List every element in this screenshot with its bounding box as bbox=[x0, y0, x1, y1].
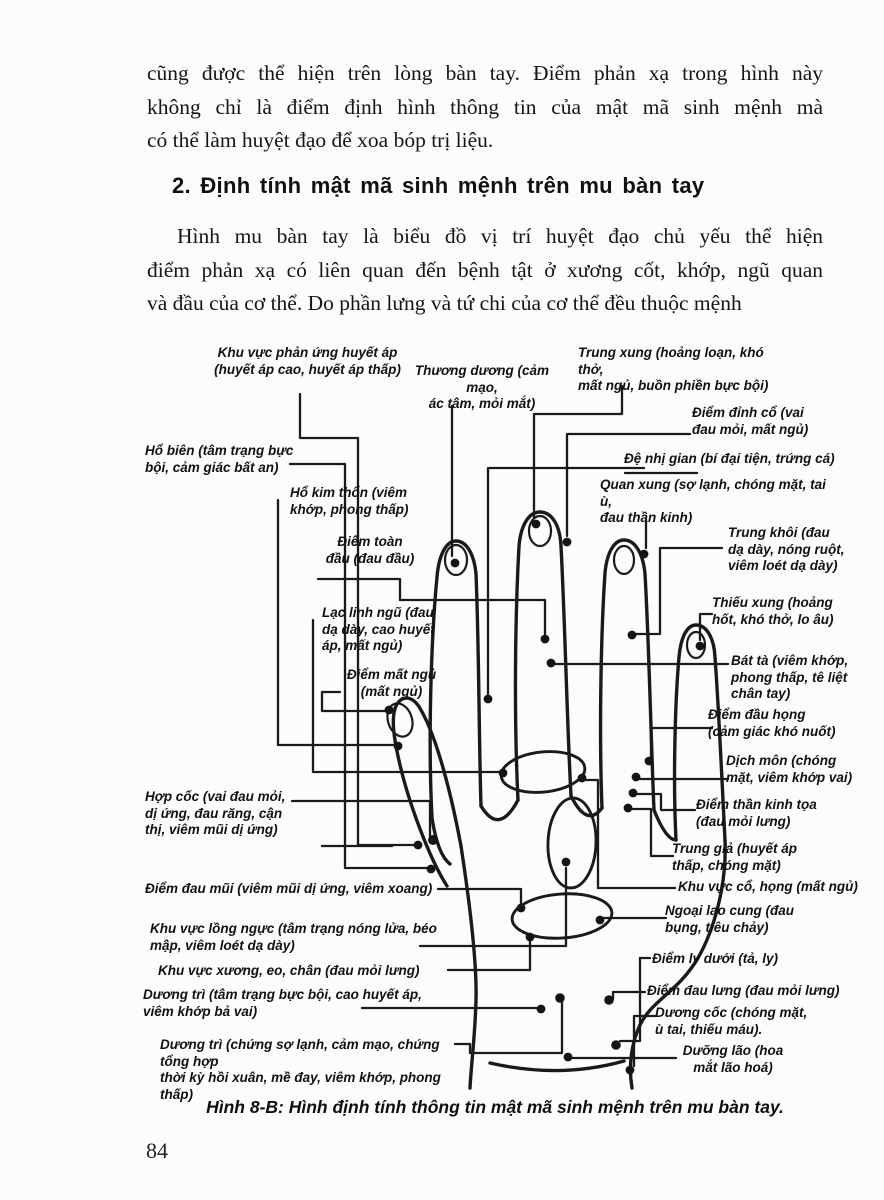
label-khu-vuc-co-hong: Khu vực cổ, họng (mất ngủ) bbox=[678, 879, 858, 894]
label-diem-toan-dau: Điểm toàn đầu (đau đầu) bbox=[325, 534, 415, 566]
paragraph-line: cũng được thể hiện trên lòng bàn tay. Đi… bbox=[147, 61, 823, 85]
label-diem-mat-ngu: Điểm mất ngủ (mất ngủ) bbox=[346, 667, 437, 699]
label-diem-ly-duoi: Điểm ly dưới (tả, ly) bbox=[652, 951, 778, 966]
callout-lines bbox=[276, 384, 730, 1068]
label-duong-tri-1: Dương trì (tâm trạng bực bội, cao huyết … bbox=[143, 987, 422, 1019]
label-khu-vuc-long-nguc: Khu vực lồng ngực (tâm trạng nóng lửa, b… bbox=[150, 921, 437, 953]
paragraph-line: không chỉ là điểm định hình thông tin củ… bbox=[147, 94, 823, 119]
label-trung-xung: Trung xung (hoảng loạn, khó thở, mất ngủ… bbox=[578, 345, 769, 394]
label-hop-coc: Hợp cốc (vai đau mỏi, dị ứng, đau răng, … bbox=[145, 789, 286, 838]
paragraph-line: và đầu của cơ thể. Do phần lưng và tứ ch… bbox=[147, 291, 742, 315]
label-ho-bien: Hổ biên (tâm trạng bực bội, cảm giác bất… bbox=[145, 443, 294, 475]
label-diem-dau-mui: Điểm đau mũi (viêm mũi dị ứng, viêm xoan… bbox=[145, 881, 433, 896]
label-diem-dau-hong: Điểm đầu họng (cảm giác khó nuốt) bbox=[708, 707, 836, 739]
paragraph-line: Hình mu bàn tay là biểu đồ vị trí huyệt … bbox=[177, 224, 823, 248]
label-trung-gia: Trung giả (huyết áp thấp, chóng mặt) bbox=[672, 841, 798, 873]
figure-caption: Hình 8-B: Hình định tính thông tin mật m… bbox=[206, 1097, 784, 1117]
paragraph-2: Hình mu bàn tay là biểu đồ vị trí huyệt … bbox=[147, 220, 823, 321]
label-duong-lao: Dưỡng lão (hoa mắt lão hoá) bbox=[682, 1043, 784, 1075]
paragraph-1: cũng được thể hiện trên lòng bàn tay. Đi… bbox=[147, 57, 823, 158]
page-number: 84 bbox=[146, 1138, 168, 1163]
paragraph-line: có thể làm huyệt đạo để xoa bóp trị liệu… bbox=[147, 128, 494, 152]
label-duong-tri-2: Dương trì (chứng sợ lạnh, cảm mạo, chứng… bbox=[160, 1037, 441, 1103]
hand-outline bbox=[391, 510, 727, 1090]
label-ho-kim-thon: Hổ kim thốn (viêm khớp, phong thấp) bbox=[290, 485, 409, 517]
label-bat-ta: Bát tà (viêm khớp, phong thấp, tê liệt c… bbox=[731, 653, 849, 702]
label-de-nhi-gian: Đệ nhị gian (bí đại tiện, trứng cá) bbox=[624, 451, 835, 466]
label-thuong-duong: Thương dương (cảm mạo, ác tâm, mỏi mắt) bbox=[414, 363, 550, 412]
label-diem-dau-lung: Điểm đau lưng (đau mỏi lưng) bbox=[647, 983, 840, 998]
label-duong-coc: Dương cốc (chóng mặt, ù tai, thiếu máu). bbox=[655, 1005, 808, 1037]
fingernails bbox=[386, 514, 707, 738]
label-trung-khoi: Trung khôi (đau dạ dày, nóng ruột, viêm … bbox=[728, 525, 845, 574]
paragraph-line: điểm phản xạ có liên quan đến bệnh tật ở… bbox=[147, 257, 823, 282]
label-diem-dinh-co: Điểm đỉnh cổ (vai đau mỏi, mất ngủ) bbox=[692, 405, 809, 437]
label-thieu-xung: Thiếu xung (hoảng hốt, khó thở, lo âu) bbox=[712, 595, 834, 627]
label-quan-xung: Quan xung (sợ lạnh, chóng mặt, tai ù, đa… bbox=[600, 477, 826, 526]
acupoint-dots bbox=[384, 519, 705, 1075]
label-dich-mon: Dịch môn (chóng mặt, viêm khớp vai) bbox=[726, 753, 853, 785]
section-heading: 2. Định tính mật mã sinh mệnh trên mu bà… bbox=[172, 173, 705, 198]
label-khu-vuc-xuong-eo-chan: Khu vực xương, eo, chân (đau mỏi lưng) bbox=[158, 963, 420, 978]
label-ngoai-lao-cung: Ngoại lao cung (đau bụng, tiêu chảy) bbox=[665, 903, 795, 935]
label-lac-linh-ngu: Lạc linh ngũ (đau dạ dày, cao huyết áp, … bbox=[322, 605, 435, 654]
label-diem-than-kinh-toa: Điểm thần kinh tọa (đau mỏi lưng) bbox=[696, 797, 817, 829]
label-khu-vuc-phan-ung-huyet-ap: Khu vực phản ứng huyết áp (huyết áp cao,… bbox=[214, 345, 401, 377]
